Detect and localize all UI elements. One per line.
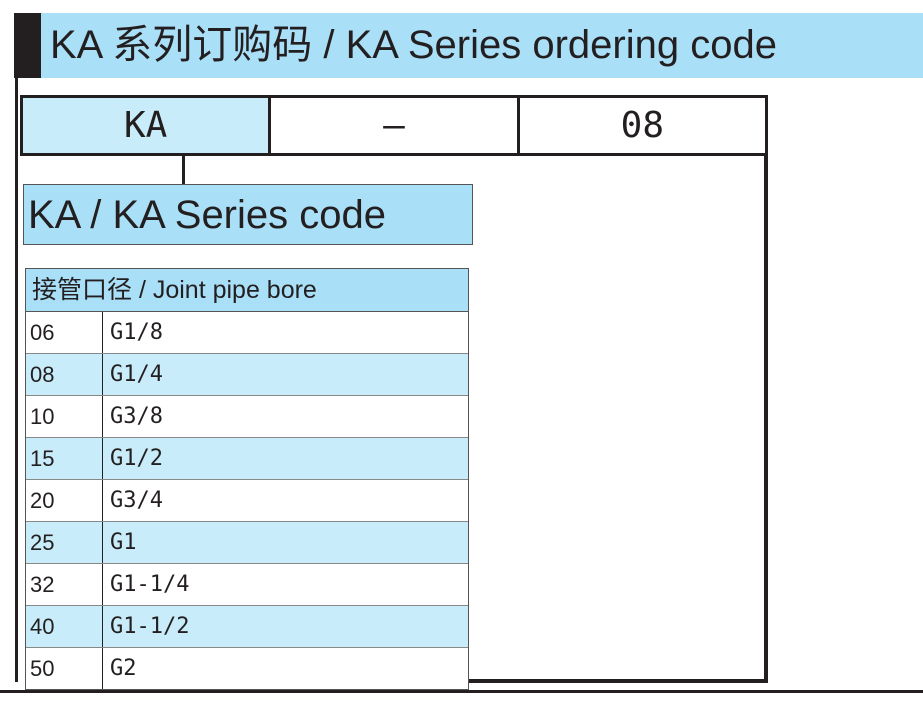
- bore-bracket-line: [468, 156, 768, 683]
- thread-size: G1-1/2: [110, 614, 190, 639]
- series-code-label: KA / KA Series code: [23, 184, 473, 245]
- table-row: 08 G1/4: [26, 353, 468, 395]
- bottom-rule: [0, 690, 923, 693]
- table-row: 50 G2: [26, 647, 468, 689]
- thread-size: G1: [110, 530, 137, 555]
- bore-code: 10: [26, 396, 103, 437]
- order-segment-separator: –: [268, 98, 516, 153]
- thread-size: G1/4: [110, 362, 163, 387]
- left-guide-line: [15, 78, 18, 682]
- table-row: 20 G3/4: [26, 479, 468, 521]
- thread-size: G3/4: [110, 488, 163, 513]
- page-title: KA 系列订购码 / KA Series ordering code: [41, 13, 923, 78]
- table-row: 25 G1: [26, 521, 468, 563]
- table-row: 32 G1-1/4: [26, 563, 468, 605]
- ordering-code-table: KA – 08: [20, 95, 768, 156]
- thread-size: G1-1/4: [110, 572, 190, 597]
- bore-code: 32: [26, 564, 103, 605]
- table-row: 40 G1-1/2: [26, 605, 468, 647]
- thread-size: G3/8: [110, 404, 163, 429]
- thread-size: G2: [110, 656, 137, 681]
- thread-size: G1/2: [110, 446, 163, 471]
- thread-size: G1/8: [110, 320, 163, 345]
- order-segment-bore: 08: [516, 98, 765, 153]
- table-row: 06 G1/8: [26, 312, 468, 353]
- table-row: 15 G1/2: [26, 437, 468, 479]
- bore-code: 50: [26, 648, 103, 689]
- bore-code: 20: [26, 480, 103, 521]
- table-header: 接管口径 / Joint pipe bore: [26, 269, 468, 312]
- table-row: 10 G3/8: [26, 395, 468, 437]
- connector-line: [182, 156, 185, 184]
- bore-code: 15: [26, 438, 103, 479]
- bore-code: 40: [26, 606, 103, 647]
- order-segment-series: KA: [23, 98, 269, 153]
- bore-code: 25: [26, 522, 103, 563]
- bore-code: 06: [26, 312, 103, 353]
- bore-code: 08: [26, 354, 103, 395]
- header-accent-block: [14, 13, 41, 78]
